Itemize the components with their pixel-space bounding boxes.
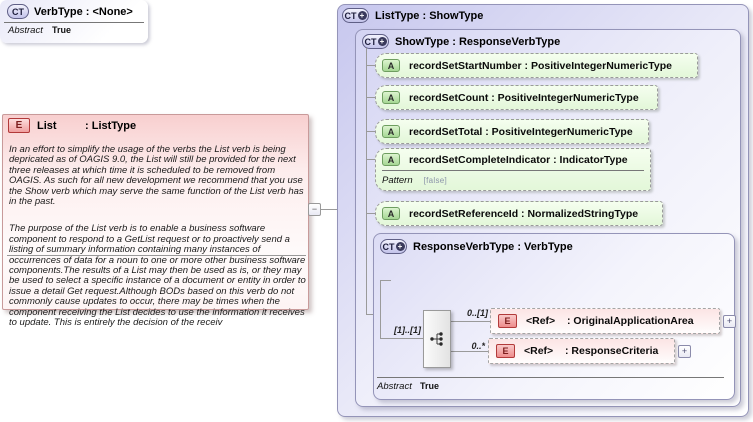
annotation-paragraph: The purpose of the List verb is to enabl… bbox=[9, 223, 306, 329]
cardinality-label: 0..* bbox=[471, 341, 485, 351]
facet-name: Pattern bbox=[382, 175, 413, 186]
element-icon: E bbox=[8, 118, 30, 133]
complextype-responseverbtype-header[interactable]: CT+ ResponseVerbType : VerbType bbox=[380, 239, 573, 254]
separator bbox=[4, 22, 144, 23]
collapse-icon[interactable]: − bbox=[308, 203, 321, 216]
element-ref-type: : OriginalApplicationArea bbox=[567, 315, 694, 327]
sequence-compositor-icon bbox=[430, 332, 443, 346]
attribute-recordsettotal[interactable]: A recordSetTotal : PositiveIntegerNumeri… bbox=[375, 119, 649, 144]
attribute-label: recordSetCompleteIndicator : IndicatorTy… bbox=[409, 153, 628, 166]
complex-type-icon: CT bbox=[7, 4, 29, 19]
element-type: : ListType bbox=[85, 119, 137, 132]
element-icon: E bbox=[498, 314, 517, 328]
complextype-verbtype-box[interactable]: CT VerbType : <None> Abstract True bbox=[0, 0, 148, 43]
tree-line bbox=[451, 321, 490, 322]
ct-label: CT bbox=[382, 241, 395, 252]
tree-line bbox=[366, 213, 375, 214]
annotation-paragraph: In an effort to simplify the usage of th… bbox=[9, 144, 304, 208]
abstract-label: Abstract bbox=[8, 25, 43, 36]
box-title: VerbType : <None> bbox=[34, 5, 133, 18]
ct-label: CT bbox=[364, 36, 377, 47]
attribute-recordsetreferenceid[interactable]: A recordSetReferenceId : NormalizedStrin… bbox=[375, 201, 663, 226]
annotation-text: In an effort to simplify the usage of th… bbox=[9, 144, 306, 329]
facet-value: [false] bbox=[423, 176, 448, 185]
attribute-icon: A bbox=[382, 91, 400, 104]
plus-badge-icon: + bbox=[377, 37, 387, 46]
expand-icon[interactable]: + bbox=[723, 315, 736, 328]
attribute-label: recordSetReferenceId : NormalizedStringT… bbox=[409, 207, 639, 220]
attribute-title-row: A recordSetCompleteIndicator : Indicator… bbox=[376, 149, 650, 170]
ct-label: CT bbox=[344, 10, 357, 21]
complex-type-extension-icon: CT+ bbox=[342, 8, 369, 23]
sequence-compositor[interactable] bbox=[423, 310, 451, 368]
attribute-label: recordSetTotal : PositiveIntegerNumericT… bbox=[409, 125, 633, 138]
element-ref-responsecriteria[interactable]: E <Ref> : ResponseCriteria bbox=[488, 338, 675, 364]
separator bbox=[382, 170, 644, 171]
ct-label: CT bbox=[12, 6, 24, 17]
attribute-recordsetcount[interactable]: A recordSetCount : PositiveIntegerNumeri… bbox=[375, 85, 658, 110]
tree-line bbox=[366, 97, 375, 98]
tree-line bbox=[366, 48, 367, 315]
tree-line bbox=[380, 280, 391, 281]
facet-row: Pattern [false] bbox=[376, 171, 650, 190]
element-ref-name: <Ref> bbox=[526, 315, 556, 327]
attribute-recordsetcompleteindicator[interactable]: A recordSetCompleteIndicator : Indicator… bbox=[375, 148, 651, 191]
abstract-label: Abstract bbox=[377, 381, 412, 392]
plus-badge-icon: + bbox=[357, 11, 367, 20]
tree-line bbox=[451, 351, 488, 352]
cardinality-label: 0..[1] bbox=[466, 308, 488, 318]
element-icon: E bbox=[496, 344, 515, 358]
element-ref-type: : ResponseCriteria bbox=[565, 345, 659, 357]
tree-line bbox=[366, 65, 375, 66]
box-title: ResponseVerbType : VerbType bbox=[413, 240, 573, 253]
separator bbox=[377, 377, 724, 378]
separator bbox=[7, 255, 306, 256]
attribute-icon: A bbox=[382, 153, 400, 166]
attribute-label: recordSetCount : PositiveIntegerNumericT… bbox=[409, 91, 639, 104]
abstract-value: True bbox=[52, 25, 72, 35]
element-list-header[interactable]: E List : ListType bbox=[8, 118, 136, 133]
attribute-recordsetstartnumber[interactable]: A recordSetStartNumber : PositiveInteger… bbox=[375, 53, 698, 78]
complextype-verbtype-header: CT VerbType : <None> bbox=[7, 4, 133, 19]
abstract-value: True bbox=[420, 381, 440, 391]
complex-type-extension-icon: CT+ bbox=[362, 34, 389, 49]
attribute-icon: A bbox=[382, 59, 400, 72]
element-ref-name: <Ref> bbox=[524, 345, 554, 357]
complex-type-extension-icon: CT+ bbox=[380, 239, 407, 254]
tree-line bbox=[366, 159, 375, 160]
complextype-showtype-header[interactable]: CT+ ShowType : ResponseVerbType bbox=[362, 34, 560, 49]
box-title: ListType : ShowType bbox=[375, 9, 484, 22]
abstract-row: Abstract True bbox=[377, 381, 439, 392]
box-title: ShowType : ResponseVerbType bbox=[395, 35, 561, 48]
tree-line bbox=[366, 131, 375, 132]
element-ref-originalapplicationarea[interactable]: E <Ref> : OriginalApplicationArea bbox=[490, 308, 720, 334]
attribute-icon: A bbox=[382, 207, 400, 220]
element-list-annotation-box: E List : ListType In an effort to simpli… bbox=[2, 114, 309, 328]
attribute-icon: A bbox=[382, 125, 400, 138]
tree-line bbox=[380, 338, 423, 339]
plus-badge-icon: + bbox=[395, 242, 405, 251]
tree-line bbox=[380, 280, 381, 339]
attribute-label: recordSetStartNumber : PositiveIntegerNu… bbox=[409, 59, 672, 72]
complextype-listtype-header[interactable]: CT+ ListType : ShowType bbox=[342, 8, 483, 23]
abstract-row: Abstract True bbox=[8, 25, 71, 36]
expand-icon[interactable]: + bbox=[678, 345, 691, 358]
element-name: List bbox=[37, 119, 57, 132]
cardinality-label: [1]..[1] bbox=[394, 325, 421, 335]
